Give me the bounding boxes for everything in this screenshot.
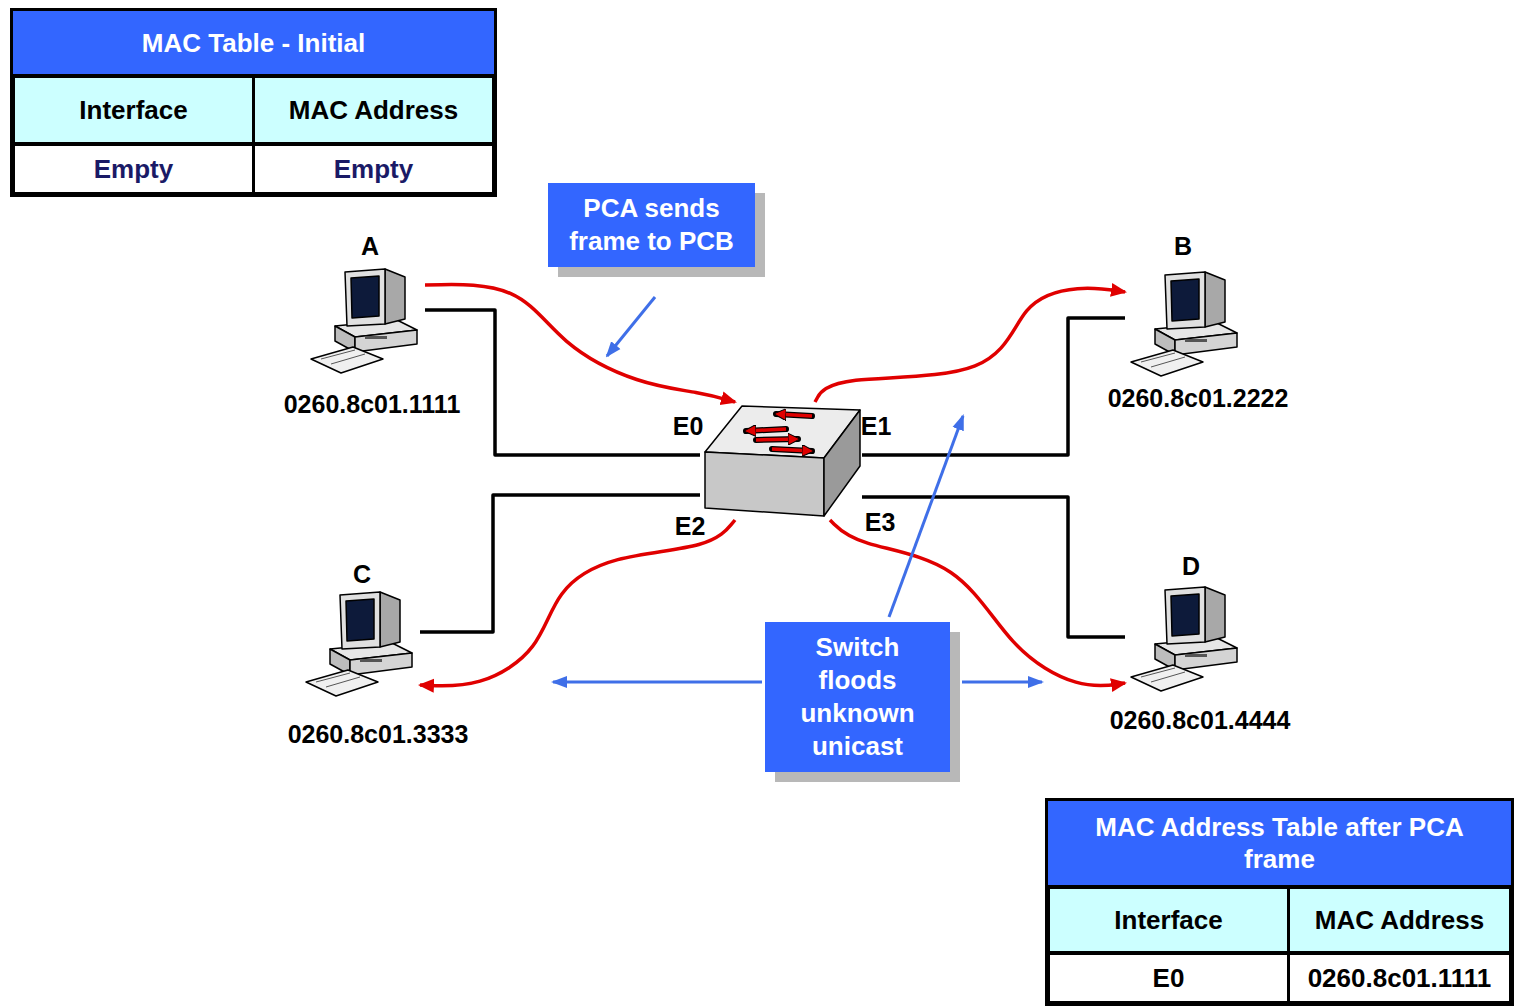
keyboard bbox=[1131, 665, 1203, 691]
drive-slot bbox=[1185, 339, 1207, 342]
keyboard bbox=[311, 347, 383, 373]
keyboard-row bbox=[316, 673, 350, 682]
host-name: A bbox=[361, 232, 379, 260]
callout-box: PCA sends frame to PCB bbox=[548, 183, 755, 267]
pc-icon: C0260.8c01.3333 bbox=[300, 585, 420, 703]
cell-text: Empty bbox=[334, 154, 413, 185]
frame-path bbox=[420, 520, 735, 686]
pc-icon: B0260.8c01.2222 bbox=[1125, 265, 1245, 383]
table-cell: MAC Address bbox=[253, 76, 494, 144]
switch-front bbox=[705, 452, 824, 516]
pointer-arrow bbox=[962, 681, 1042, 684]
pc-icon: D0260.8c01.4444 bbox=[1125, 580, 1245, 698]
mac-address: 0260.8c01.3333 bbox=[288, 720, 469, 748]
monitor-screen bbox=[351, 276, 379, 318]
switch-arrow bbox=[776, 414, 812, 416]
callout-text: PCA sends frame to PCB bbox=[558, 192, 745, 258]
pc-drawing bbox=[1125, 265, 1245, 383]
case-side bbox=[1175, 333, 1237, 355]
callout-box: Switch floods unknown unicast bbox=[765, 622, 950, 772]
case-side bbox=[1175, 648, 1237, 670]
switch-side bbox=[824, 410, 860, 516]
table-cell: Empty bbox=[13, 144, 254, 194]
table-cell: Empty bbox=[253, 144, 494, 194]
port-label: E2 bbox=[675, 512, 706, 540]
case-side bbox=[355, 330, 417, 352]
mac-address: 0260.8c01.4444 bbox=[1110, 706, 1291, 734]
mac-table: MAC Address Table after PCA frameInterfa… bbox=[1045, 798, 1514, 1006]
keyboard-row bbox=[1141, 353, 1175, 362]
monitor-screen bbox=[1171, 279, 1199, 321]
drive-slot bbox=[365, 336, 387, 339]
keyboard bbox=[306, 670, 378, 696]
monitor-screen bbox=[346, 599, 374, 641]
table-cell: Interface bbox=[13, 76, 254, 144]
host-name: B bbox=[1174, 232, 1192, 260]
monitor-front bbox=[345, 269, 385, 326]
drive-slot bbox=[1185, 654, 1207, 657]
cell-text: MAC Address bbox=[1315, 905, 1485, 936]
switch-arrow bbox=[746, 429, 786, 431]
monitor-side bbox=[380, 592, 400, 647]
keyboard-row bbox=[331, 354, 365, 364]
switch-arrow bbox=[772, 449, 812, 451]
table-cell: E0 bbox=[1048, 953, 1289, 1003]
switch-drawing bbox=[700, 402, 862, 520]
cell-text: 0260.8c01.1111 bbox=[1308, 963, 1492, 994]
ethernet-cable bbox=[420, 495, 700, 632]
mac-table: MAC Table - InitialInterface MAC AddressE… bbox=[10, 8, 497, 197]
mac-address: 0260.8c01.1111 bbox=[284, 390, 461, 418]
table-cell: MAC Address bbox=[1288, 887, 1511, 953]
switch-arrow bbox=[776, 414, 812, 416]
monitor-side bbox=[1205, 272, 1225, 327]
monitor-front bbox=[340, 592, 380, 649]
keyboard-row bbox=[1151, 672, 1185, 682]
case-side bbox=[350, 653, 412, 675]
keyboard bbox=[1131, 350, 1203, 376]
cell-text: MAC Address bbox=[289, 95, 459, 126]
monitor-front bbox=[1165, 587, 1205, 644]
pc-drawing bbox=[305, 262, 425, 380]
ethernet-cable bbox=[862, 318, 1125, 455]
port-label: E0 bbox=[673, 412, 704, 440]
monitor-screen bbox=[1171, 594, 1199, 636]
table-cell: 0260.8c01.1111 bbox=[1288, 953, 1511, 1003]
pointer-arrow bbox=[607, 297, 655, 356]
drive-slot bbox=[360, 659, 382, 662]
keyboard-row bbox=[326, 677, 360, 687]
switch-arrow bbox=[756, 439, 798, 440]
port-label: E3 bbox=[865, 508, 896, 536]
keyboard-row bbox=[1141, 668, 1175, 677]
monitor-side bbox=[385, 269, 405, 324]
monitor-side bbox=[1205, 587, 1225, 642]
cell-text: Interface bbox=[79, 95, 187, 126]
switch-icon: E0E1E2E3 bbox=[700, 402, 862, 520]
frame-path bbox=[425, 285, 735, 402]
pc-drawing bbox=[1125, 580, 1245, 698]
cell-text: Interface bbox=[1114, 905, 1222, 936]
host-name: C bbox=[353, 560, 371, 588]
cell-text: Empty bbox=[94, 154, 173, 185]
monitor-front bbox=[1165, 272, 1205, 329]
table-cell: Interface bbox=[1048, 887, 1289, 953]
pointer-arrow bbox=[553, 681, 762, 684]
mac-address: 0260.8c01.2222 bbox=[1108, 384, 1289, 412]
frame-path bbox=[815, 288, 1125, 402]
switch-arrow bbox=[772, 449, 812, 451]
cell-text: E0 bbox=[1153, 963, 1185, 994]
switch-arrow bbox=[756, 439, 798, 440]
pointer-arrow bbox=[889, 416, 963, 617]
port-label: E1 bbox=[861, 412, 892, 440]
keyboard-row bbox=[1151, 357, 1185, 367]
switch-arrow bbox=[746, 429, 786, 431]
callout-text: Switch floods unknown unicast bbox=[775, 631, 940, 763]
ethernet-cable bbox=[425, 310, 700, 455]
table-header: MAC Table - Initial bbox=[13, 11, 494, 76]
keyboard-row bbox=[321, 350, 355, 359]
pc-icon: A0260.8c01.1111 bbox=[305, 262, 425, 380]
pc-drawing bbox=[300, 585, 420, 703]
host-name: D bbox=[1182, 552, 1200, 580]
table-header: MAC Address Table after PCA frame bbox=[1048, 801, 1511, 887]
